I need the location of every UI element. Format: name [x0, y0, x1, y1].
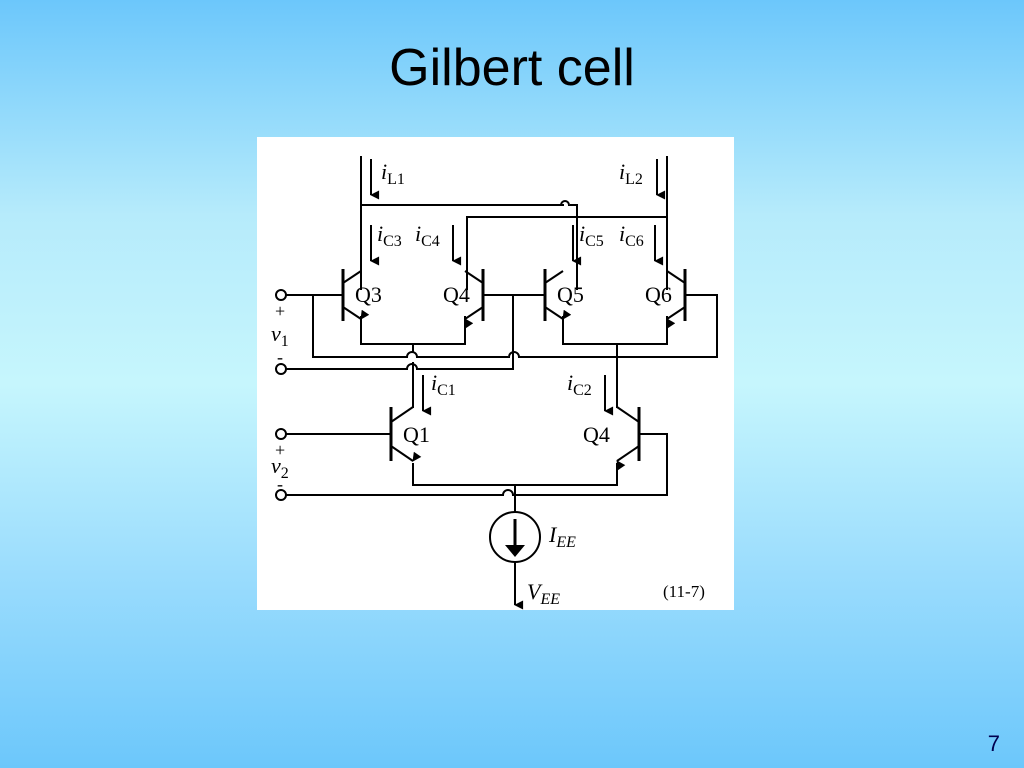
v2-plus-sign: + [275, 440, 285, 460]
label-ic2: iC2 [567, 370, 592, 399]
current-arrows [370, 159, 666, 610]
current-source-iee [489, 511, 541, 563]
transistor-q3 [335, 263, 370, 321]
circuit-wires [280, 156, 718, 603]
transistor-q6 [666, 269, 693, 329]
label-ic6: iC6 [619, 221, 644, 250]
v1-plus-sign: + [275, 301, 285, 321]
transistor-q5 [537, 269, 572, 321]
label-il2: iL2 [619, 159, 643, 188]
figure-id: (11-7) [663, 582, 705, 601]
label-vee: VEE [527, 579, 560, 608]
v2-minus-sign: - [277, 474, 283, 494]
label-q5: Q5 [557, 282, 584, 307]
circuit-schematic: Q3 Q4 Q5 Q6 Q1 Q4 iL1 iL2 iC3 iC4 iC5 iC… [271, 156, 718, 610]
label-q3: Q3 [355, 282, 382, 307]
transistor-q4-upper [464, 269, 491, 329]
v1-minus-sign: - [277, 347, 283, 367]
gilbert-cell-diagram: Q3 Q4 Q5 Q6 Q1 Q4 iL1 iL2 iC3 iC4 iC5 iC… [257, 137, 734, 610]
label-ic1: iC1 [431, 370, 456, 399]
label-ic5: iC5 [579, 221, 604, 250]
label-iee: IEE [548, 522, 576, 551]
label-q1: Q1 [403, 422, 430, 447]
label-ic3: iC3 [377, 221, 402, 250]
transistor-q1 [389, 406, 422, 462]
page-number: 7 [987, 731, 1000, 756]
label-q4-upper: Q4 [443, 282, 470, 307]
label-q6: Q6 [645, 282, 672, 307]
label-il1: iL1 [381, 159, 405, 188]
label-v2: v2 [271, 453, 289, 482]
label-v1: v1 [271, 321, 289, 350]
label-q4-lower: Q4 [583, 422, 610, 447]
label-ic4: iC4 [415, 221, 440, 250]
transistor-q4-lower [616, 406, 641, 471]
input-terminals [275, 289, 287, 501]
slide-title: Gilbert cell [389, 39, 635, 97]
